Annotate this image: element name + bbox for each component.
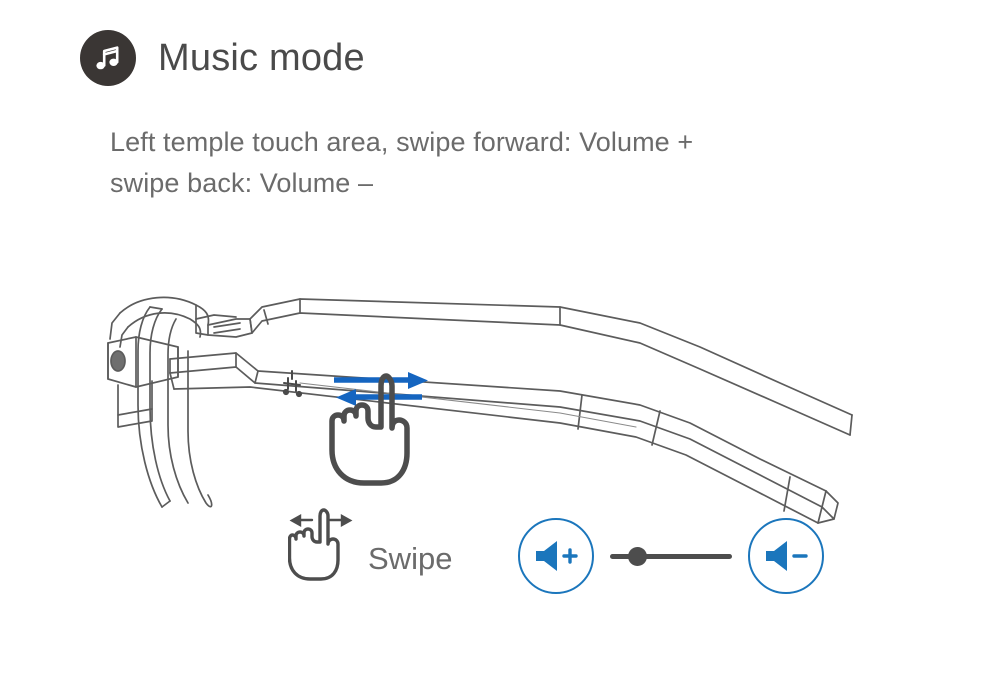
- mode-description: Left temple touch area, swipe forward: V…: [110, 122, 930, 204]
- temple-groove: [299, 382, 637, 428]
- swipe-label: Swipe: [368, 540, 453, 576]
- volume-slider[interactable]: [610, 545, 732, 567]
- volume-legend: [518, 518, 824, 594]
- volume-up-icon: [536, 541, 578, 571]
- swipe-legend: Swipe: [287, 508, 453, 591]
- smart-glasses-diagram: [0, 255, 1000, 675]
- hinge-detail: [195, 314, 253, 338]
- pointing-finger-icon: [329, 373, 410, 486]
- swipe-back-arrow: [336, 389, 422, 406]
- volume-slider-thumb[interactable]: [628, 547, 647, 566]
- volume-slider-track: [610, 554, 732, 559]
- volume-up-button[interactable]: [518, 518, 594, 594]
- legend-row: Swipe: [0, 500, 1000, 610]
- description-line-2: swipe back: Volume –: [110, 168, 374, 198]
- volume-down-icon: [766, 541, 808, 571]
- swipe-hand-icon: [287, 508, 354, 591]
- far-temple-outline: [249, 298, 853, 436]
- page-title: Music mode: [158, 36, 365, 79]
- music-note-icon: [80, 30, 136, 86]
- swipe-forward-arrow: [334, 372, 428, 389]
- description-line-1: Left temple touch area, swipe forward: V…: [110, 127, 694, 157]
- page-header: Music mode: [80, 30, 365, 86]
- lens-rim: [137, 306, 213, 508]
- left-temple-outline: [169, 352, 839, 524]
- touch-sensor-marker-icon: [282, 370, 303, 398]
- volume-down-button[interactable]: [748, 518, 824, 594]
